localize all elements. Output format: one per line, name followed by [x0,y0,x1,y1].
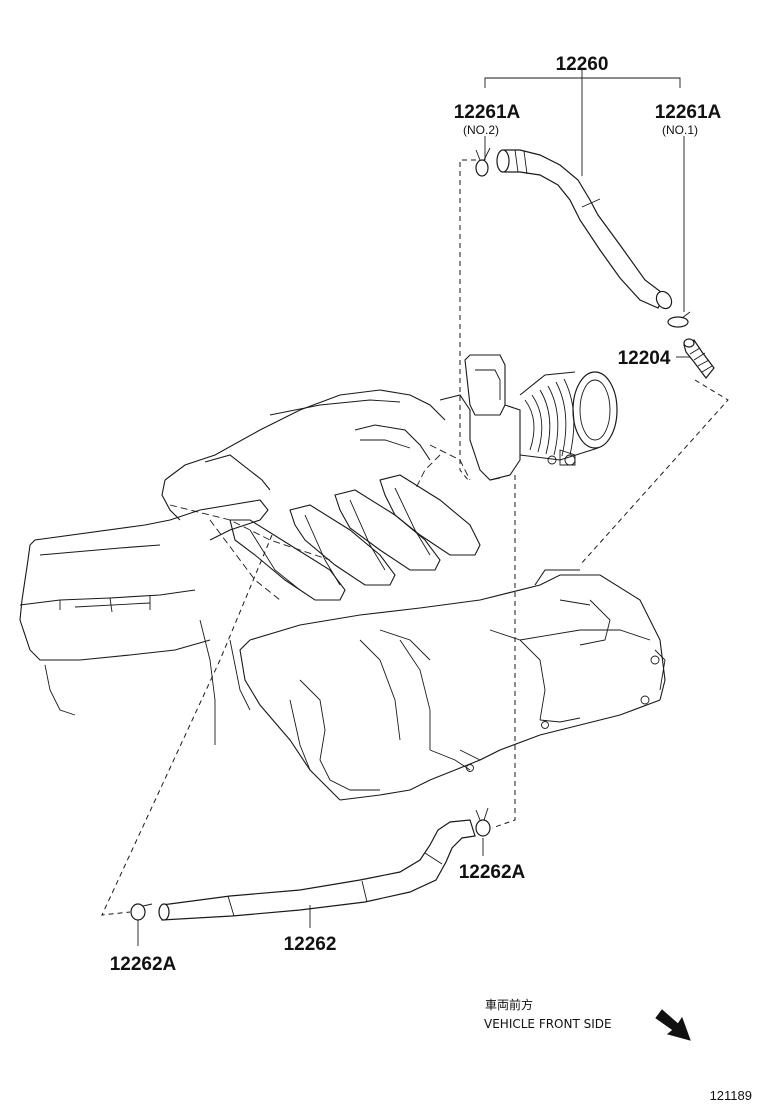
vehicle-front-label-jp: 車両前方 [485,997,533,1012]
arrow-down-right-icon [655,1009,691,1041]
label-12261a-no1: 12261A [655,102,722,123]
label-12261a-no2: 12261A [454,102,521,123]
upper-pcv-hose [496,149,673,310]
label-12261a-no1-sub: (NO.1) [662,123,698,137]
lower-hose [158,819,476,921]
clamp-no1-icon [667,311,691,328]
figure-id: 121189 [710,1088,752,1103]
clamp-no2-icon [475,147,491,177]
vehicle-front-label-en: VEHICLE FRONT SIDE [484,1017,612,1031]
label-12204: 12204 [618,348,671,369]
intake-inlet [519,371,618,466]
label-12262a-upper: 12262A [459,862,526,883]
connection-lines [101,159,729,916]
label-12262a-lower: 12262A [110,954,177,975]
label-12262: 12262 [284,934,337,955]
pcv-valve-icon [683,338,715,379]
clamp-lower-icon [130,903,153,921]
label-12261a-no2-sub: (NO.2) [463,123,499,137]
engine-outline [19,354,666,801]
leader-lines [137,70,690,946]
clamp-upper-icon [475,807,491,837]
label-12260: 12260 [556,54,609,75]
